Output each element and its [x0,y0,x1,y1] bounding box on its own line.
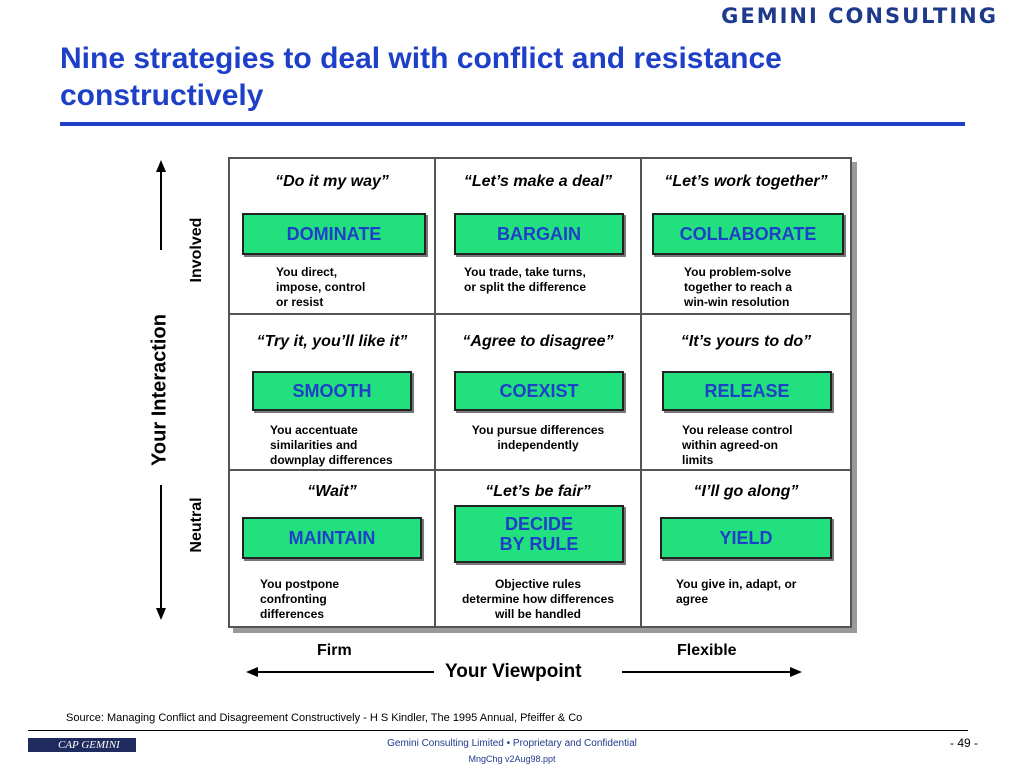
cell-release: “It’s yours to do” RELEASE You release c… [642,315,850,471]
cell-quote: “Let’s make a deal” [463,173,613,190]
cell-description: Objective rules determine how difference… [461,577,615,621]
strategy-decide-by-rule: DECIDE BY RULE [454,505,624,563]
cell-description: You direct, impose, control or resist [276,265,366,309]
strategy-dominate: DOMINATE [242,213,426,255]
title-underline [60,122,965,126]
flexible-label: Flexible [677,642,737,659]
cell-dominate: “Do it my way” DOMINATE You direct, impo… [230,159,436,315]
horizontal-axis-arrow [246,667,802,677]
cell-description: You trade, take turns, or split the diff… [464,265,587,294]
cell-description: You release control within agreed-on lim… [682,423,793,467]
cell-collaborate: “Let’s work together” COLLABORATE You pr… [642,159,850,315]
cell-bargain: “Let’s make a deal” BARGAIN You trade, t… [436,159,642,315]
cell-smooth: “Try it, you’ll like it” SMOOTH You acce… [230,315,436,471]
strategy-grid: “Do it my way” DOMINATE You direct, impo… [228,157,852,628]
gemini-consulting-logo: GEMINI CONSULTING [721,4,998,28]
neutral-label: Neutral [188,497,205,553]
cell-description: You pursue differences independently [471,423,605,452]
strategy-smooth: SMOOTH [252,371,412,411]
cap-gemini-logo: CAP GEMINI [28,738,136,752]
cell-description: You problem-solve together to reach a wi… [684,265,793,309]
cell-yield: “I’ll go along” YIELD You give in, adapt… [642,471,850,626]
vertical-axis-arrow [156,160,166,620]
cell-coexist: “Agree to disagree” COEXIST You pursue d… [436,315,642,471]
cell-decide-by-rule: “Let’s be fair” DECIDE BY RULE Objective… [436,471,642,626]
cell-quote: “Let’s be fair” [485,483,591,500]
cell-quote: “I’ll go along” [693,483,799,500]
strategy-maintain: MAINTAIN [242,517,422,559]
vertical-axis-title: Your Interaction [148,314,171,466]
cell-quote: “Let’s work together” [664,173,828,190]
cell-quote: “Try it, you’ll like it” [256,333,408,350]
footer-filename: MngChg v2Aug98.ppt [468,754,556,764]
cell-quote: “Agree to disagree” [462,333,614,350]
cell-description: You give in, adapt, or agree [676,577,797,606]
strategy-release: RELEASE [662,371,832,411]
footer-company: Gemini Consulting Limited • Proprietary … [387,738,637,749]
strategy-collaborate: COLLABORATE [652,213,844,255]
involved-label: Involved [188,217,205,283]
cell-quote: “Do it my way” [275,173,389,190]
strategy-coexist: COEXIST [454,371,624,411]
cell-quote: “Wait” [307,483,357,500]
horizontal-axis-title: Your Viewpoint [445,661,582,682]
cell-quote: “It’s yours to do” [680,333,812,350]
firm-label: Firm [317,642,352,659]
page-number: - 49 - [949,736,978,750]
source-citation: Source: Managing Conflict and Disagreeme… [66,712,583,724]
cell-description: You postpone confronting differences [260,577,340,621]
strategy-yield: YIELD [660,517,832,559]
footer-divider [28,730,968,731]
page-title: Nine strategies to deal with conflict an… [60,42,782,112]
cell-maintain: “Wait” MAINTAIN You postpone confronting… [230,471,436,626]
strategy-bargain: BARGAIN [454,213,624,255]
cell-description: You accentuate similarities and downplay… [270,423,393,467]
